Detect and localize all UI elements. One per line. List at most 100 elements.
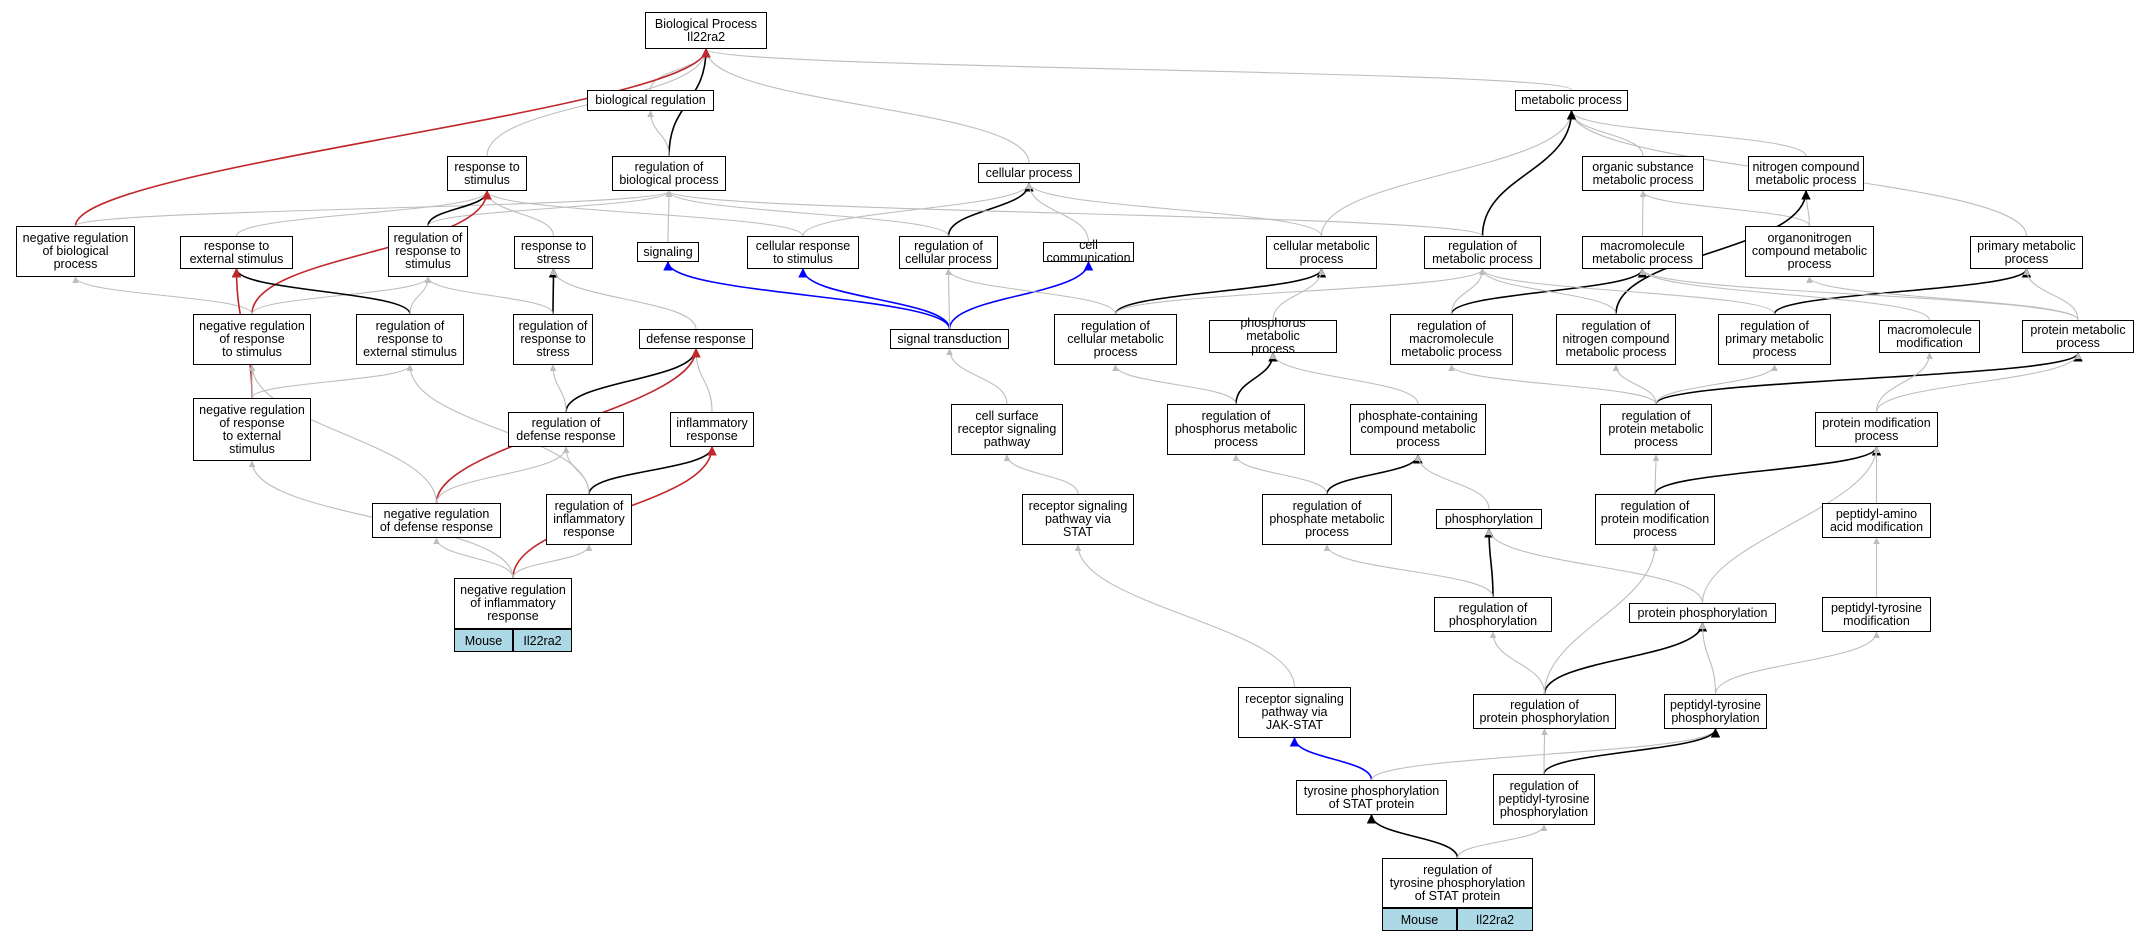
edge-is-a: [424, 276, 554, 315]
go-term-node[interactable]: regulation of metabolic process: [1424, 236, 1541, 269]
go-term-node[interactable]: regulation of biological process: [612, 156, 726, 191]
edge-part-of: [1655, 352, 2083, 405]
go-term-node[interactable]: negative regulation of response to stimu…: [193, 314, 311, 365]
go-term-node[interactable]: macromolecule metabolic process: [1582, 236, 1703, 269]
go-term-node[interactable]: regulation of nitrogen compound metaboli…: [1556, 314, 1676, 365]
go-term-node[interactable]: defense response: [639, 329, 753, 349]
go-term-node[interactable]: regulation of cellular process: [899, 236, 998, 269]
edge-is-a: [1875, 352, 1933, 413]
edge-is-a: [1639, 190, 1811, 227]
go-term-node[interactable]: phosphorylation: [1436, 509, 1542, 529]
edge-is-a: [1875, 352, 2082, 413]
go-term-node[interactable]: peptidyl-tyrosine modification: [1822, 597, 1931, 632]
edge-is-a: [1450, 268, 1486, 315]
species-cell: Mouse: [454, 629, 513, 652]
go-term-node[interactable]: regulation of response to stimulus: [388, 226, 468, 277]
go-term-node[interactable]: response to external stimulus: [180, 236, 293, 269]
edge-is-a: [649, 48, 710, 91]
edge-is-a: [1456, 824, 1548, 859]
go-term-node[interactable]: receptor signaling pathway via JAK-STAT: [1238, 687, 1351, 738]
edge-is-a: [483, 190, 804, 237]
go-term-node[interactable]: peptidyl-tyrosine phosphorylation: [1664, 694, 1767, 729]
go-term-node[interactable]: organic substance metabolic process: [1582, 156, 1704, 191]
go-term-node[interactable]: regulation of cellular metabolic process: [1054, 314, 1177, 365]
go-term-node[interactable]: primary metabolic process: [1970, 236, 2083, 269]
edge-is-a: [702, 48, 1573, 91]
go-term-node[interactable]: signal transduction: [890, 329, 1009, 349]
go-term-node[interactable]: peptidyl-amino acid modification: [1822, 503, 1931, 538]
go-term-node[interactable]: regulation of primary metabolic process: [1718, 314, 1831, 365]
edge-part-of: [1484, 528, 1494, 598]
edge-part-of: [1654, 446, 1882, 495]
edge-is-a: [550, 268, 697, 330]
go-term-node[interactable]: biological regulation: [587, 90, 714, 111]
go-term-node[interactable]: regulation of protein metabolic process: [1600, 404, 1712, 455]
go-term-node[interactable]: protein metabolic process: [2022, 320, 2134, 353]
go-term-node[interactable]: phosphate-containing compound metabolic …: [1350, 404, 1486, 455]
go-term-node[interactable]: Biological Process Il22ra2: [645, 12, 767, 49]
edge-part-of: [1326, 454, 1423, 495]
go-term-node[interactable]: receptor signaling pathway via STAT: [1022, 494, 1134, 545]
go-term-node[interactable]: regulation of protein phosphorylation: [1473, 694, 1616, 729]
go-term-node[interactable]: organonitrogen compound metabolic proces…: [1745, 226, 1874, 277]
go-term-node[interactable]: response to stress: [514, 236, 593, 269]
go-term-node[interactable]: cell communication: [1043, 239, 1134, 265]
go-term-node[interactable]: macromolecule modification: [1879, 320, 1980, 353]
go-term-node[interactable]: nitrogen compound metabolic process: [1748, 156, 1864, 191]
edge-is-a: [1655, 364, 1778, 405]
go-term-node[interactable]: signaling: [637, 242, 699, 262]
edge-is-a: [406, 364, 590, 495]
edge-part-of: [1235, 352, 1278, 405]
go-term-node[interactable]: regulation of response to external stimu…: [356, 314, 464, 365]
go-term-node[interactable]: regulation of peptidyl-tyrosine phosphor…: [1493, 774, 1595, 825]
edge-is-a: [1272, 268, 1325, 321]
edge-is-a: [1269, 352, 1419, 405]
go-term-node[interactable]: negative regulation of response to exter…: [193, 398, 311, 461]
go-term-node[interactable]: regulation of inflammatory response: [546, 494, 632, 545]
go-term-node[interactable]: cellular process: [978, 163, 1080, 183]
go-term-node[interactable]: negative regulation of inflammatory resp…: [454, 578, 572, 629]
edge-is-a: [1652, 454, 1660, 495]
go-term-node[interactable]: negative regulation of defense response: [372, 503, 501, 538]
go-term-node[interactable]: protein modification process: [1815, 412, 1938, 447]
edge-part-of: [1366, 814, 1459, 859]
go-term-node[interactable]: negative regulation of biological proces…: [16, 226, 135, 277]
go-term-node[interactable]: regulation of response to stress: [513, 314, 593, 365]
go-term-node[interactable]: regulation of phosphate metabolic proces…: [1262, 494, 1392, 545]
edge-negatively-regulates: [251, 190, 492, 315]
edge-is-a: [1114, 268, 1486, 315]
go-term-node[interactable]: regulation of protein modification proce…: [1595, 494, 1715, 545]
edge-part-of: [1481, 110, 1577, 237]
edge-is-a: [562, 446, 590, 495]
edge-regulates: [948, 261, 1094, 330]
edge-is-a: [1320, 110, 1575, 237]
edge-is-a: [433, 537, 514, 579]
go-term-node[interactable]: tyrosine phosphorylation of STAT protein: [1296, 780, 1447, 815]
edge-is-a: [647, 110, 670, 157]
edge-is-a: [1112, 364, 1237, 405]
edge-is-a: [1025, 182, 1323, 237]
go-term-node[interactable]: cell surface receptor signaling pathway: [951, 404, 1063, 455]
edge-is-a: [702, 48, 1030, 164]
go-term-node[interactable]: protein phosphorylation: [1629, 603, 1776, 623]
go-term-node[interactable]: inflammatory response: [670, 412, 754, 447]
edge-is-a: [665, 190, 950, 237]
go-term-node[interactable]: regulation of macromolecule metabolic pr…: [1390, 314, 1513, 365]
go-term-node[interactable]: cellular metabolic process: [1266, 236, 1377, 269]
edge-is-a: [1806, 276, 2079, 321]
edge-regulates: [1289, 737, 1373, 781]
go-term-node[interactable]: phosphorus metabolic process: [1209, 317, 1337, 356]
edge-is-a: [1232, 454, 1328, 495]
go-term-node[interactable]: response to stimulus: [447, 156, 527, 191]
go-term-node[interactable]: regulation of phosphorus metabolic proce…: [1167, 404, 1305, 455]
go-term-node[interactable]: cellular response to stimulus: [747, 236, 859, 269]
edge-is-a: [946, 348, 1008, 405]
edge-part-of: [1543, 728, 1721, 775]
go-term-node[interactable]: regulation of phosphorylation: [1434, 597, 1552, 632]
go-term-node[interactable]: regulation of tyrosine phosphorylation o…: [1382, 858, 1533, 908]
go-term-node[interactable]: regulation of defense response: [508, 412, 624, 447]
go-term-node[interactable]: metabolic process: [1515, 90, 1628, 111]
edge-is-a: [512, 544, 593, 579]
edge-is-a: [409, 276, 432, 315]
